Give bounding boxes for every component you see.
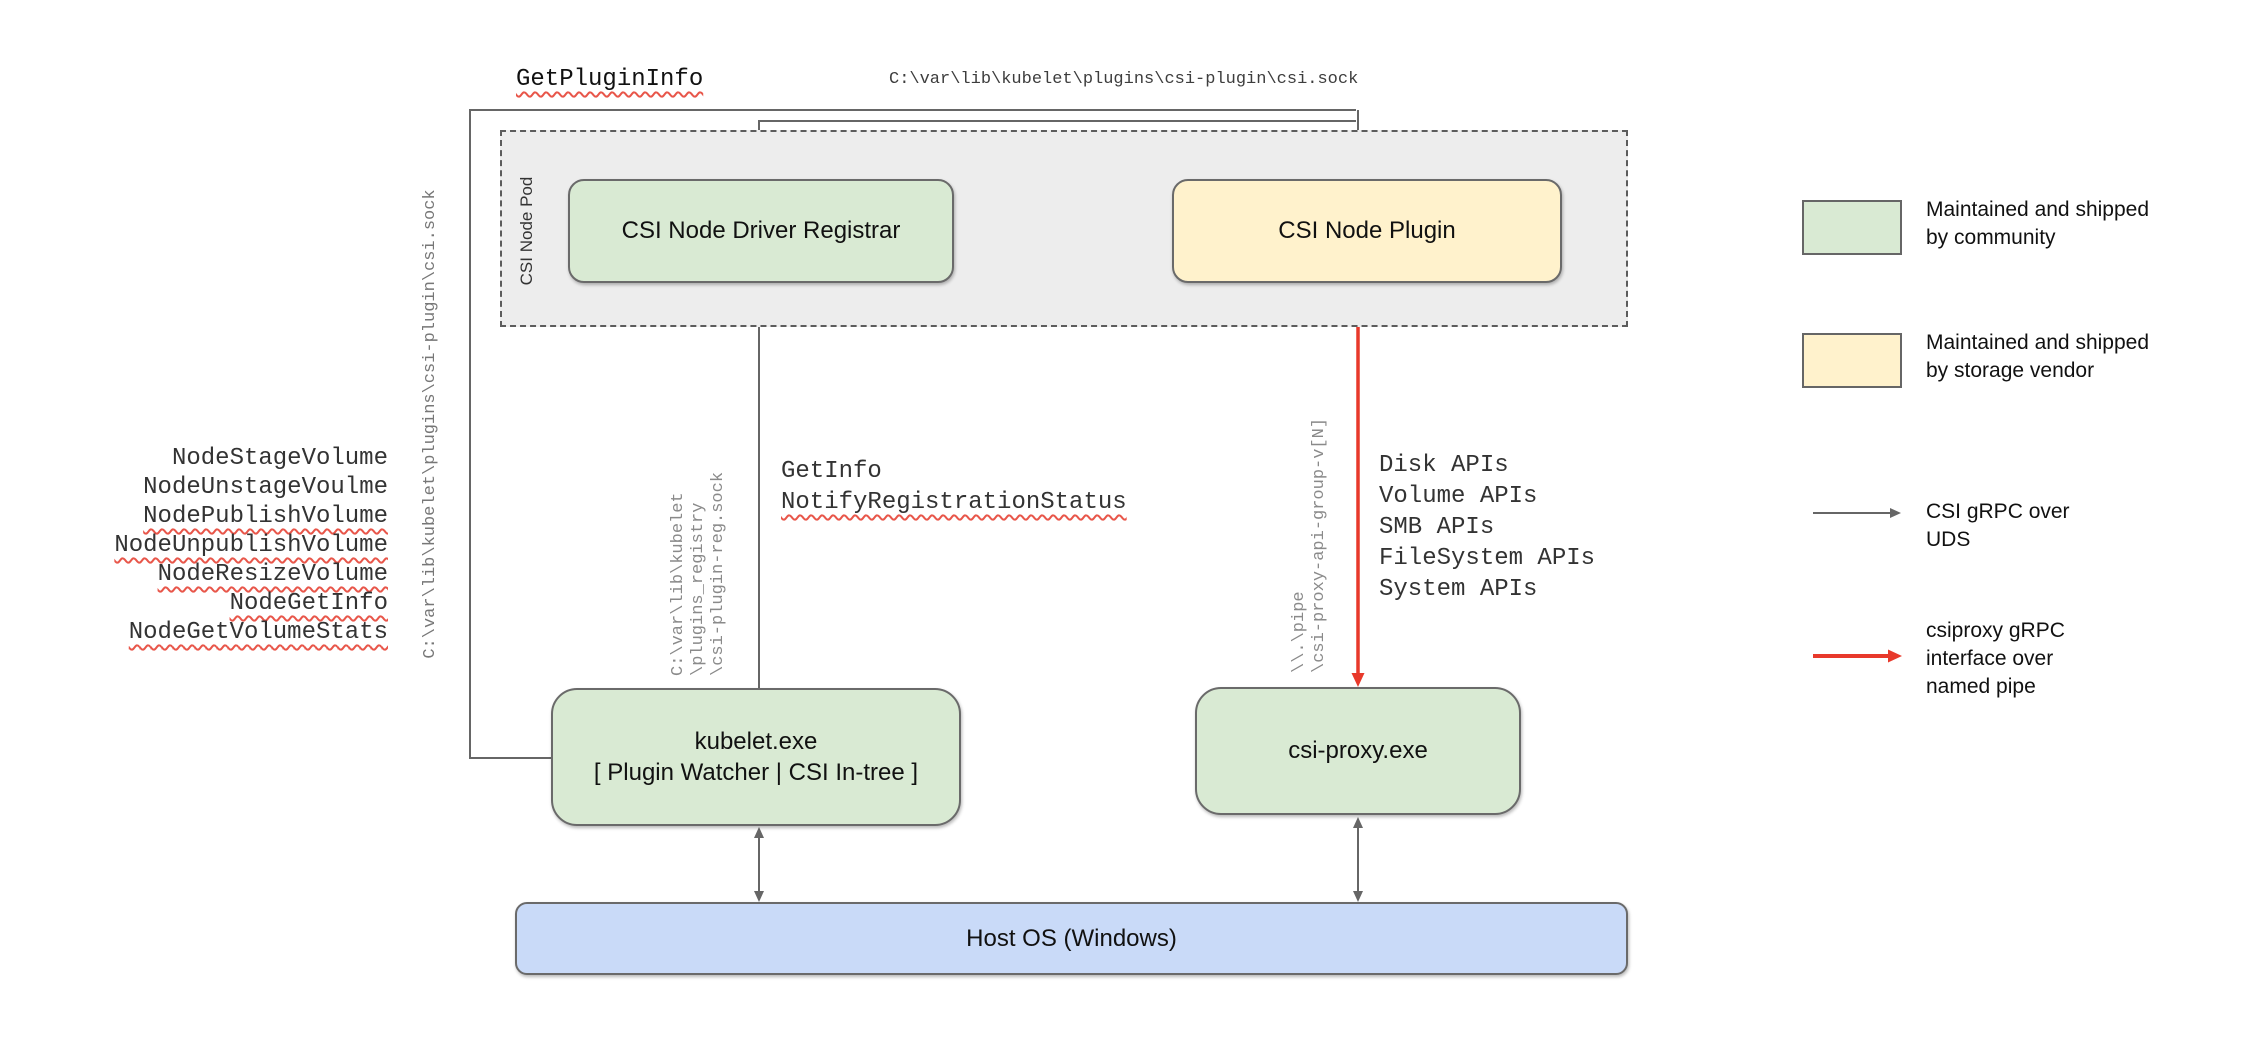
csi-proxy-label: csi-proxy.exe — [1288, 737, 1428, 764]
node-rpc-label: NodeUnpublishVolume — [114, 532, 388, 559]
legend-community-label: Maintained and shipped by community — [1926, 198, 2150, 249]
get-plugin-info-label: GetPluginInfo — [516, 66, 704, 93]
registry-socket-path-label: C:\var\lib\kubelet \plugins_registry \cs… — [669, 471, 728, 676]
node-rpc-label: NodeGetVolumeStats — [128, 619, 388, 646]
node-rpc-label: NodeGetInfo — [229, 590, 388, 617]
legend-vendor-swatch — [1802, 333, 1902, 388]
left-socket-path-label: C:\var\lib\kubelet\plugins\csi-plugin\cs… — [421, 189, 440, 659]
csi-node-plugin-node: CSI Node Plugin — [1172, 179, 1562, 283]
get-info-label: GetInfo — [781, 458, 882, 485]
csi-proxy-node: csi-proxy.exe — [1195, 687, 1521, 815]
node-rpc-label: NodeUnstageVoulme — [143, 474, 388, 501]
legend-csiproxy-grpc-label: csiproxy gRPC interface over named pipe — [1926, 619, 2065, 698]
legend-vendor-label: Maintained and shipped by storage vendor — [1926, 331, 2150, 382]
node-rpc-label: NodeStageVolume — [171, 445, 388, 472]
kubelet-label: kubelet.exe [ Plugin Watcher | CSI In-tr… — [593, 728, 919, 786]
csi-node-driver-registrar-label: CSI Node Driver Registrar — [621, 217, 901, 244]
host-os-label: Host OS (Windows) — [966, 924, 1177, 952]
registration-rpc-block: GetInfo NotifyRegistrationStatus — [781, 456, 1127, 518]
top-socket-path-label: C:\var\lib\kubelet\plugins\csi-plugin\cs… — [889, 70, 1359, 89]
kubelet-node: kubelet.exe [ Plugin Watcher | CSI In-tr… — [551, 688, 961, 826]
csi-node-pod-label: CSI Node Pod — [517, 176, 536, 286]
host-os-node: Host OS (Windows) — [515, 902, 1628, 975]
notify-registration-status-label: NotifyRegistrationStatus — [781, 489, 1127, 516]
named-pipe-path-label: \\.\pipe \csi-proxy-api-group-v[N] — [1290, 417, 1329, 673]
csi-node-plugin-label: CSI Node Plugin — [1278, 217, 1456, 244]
legend-csi-grpc-label: CSI gRPC over UDS — [1926, 500, 2070, 551]
csi-node-driver-registrar-node: CSI Node Driver Registrar — [568, 179, 954, 283]
legend-community-swatch — [1802, 200, 1902, 255]
node-rpc-label: NodePublishVolume — [143, 503, 388, 530]
kubelet-to-plugin-uds-line — [469, 109, 1356, 759]
api-list-label: Disk APIs Volume APIs SMB APIs FileSyste… — [1379, 452, 1596, 603]
node-rpc-label: NodeResizeVolume — [157, 561, 388, 588]
